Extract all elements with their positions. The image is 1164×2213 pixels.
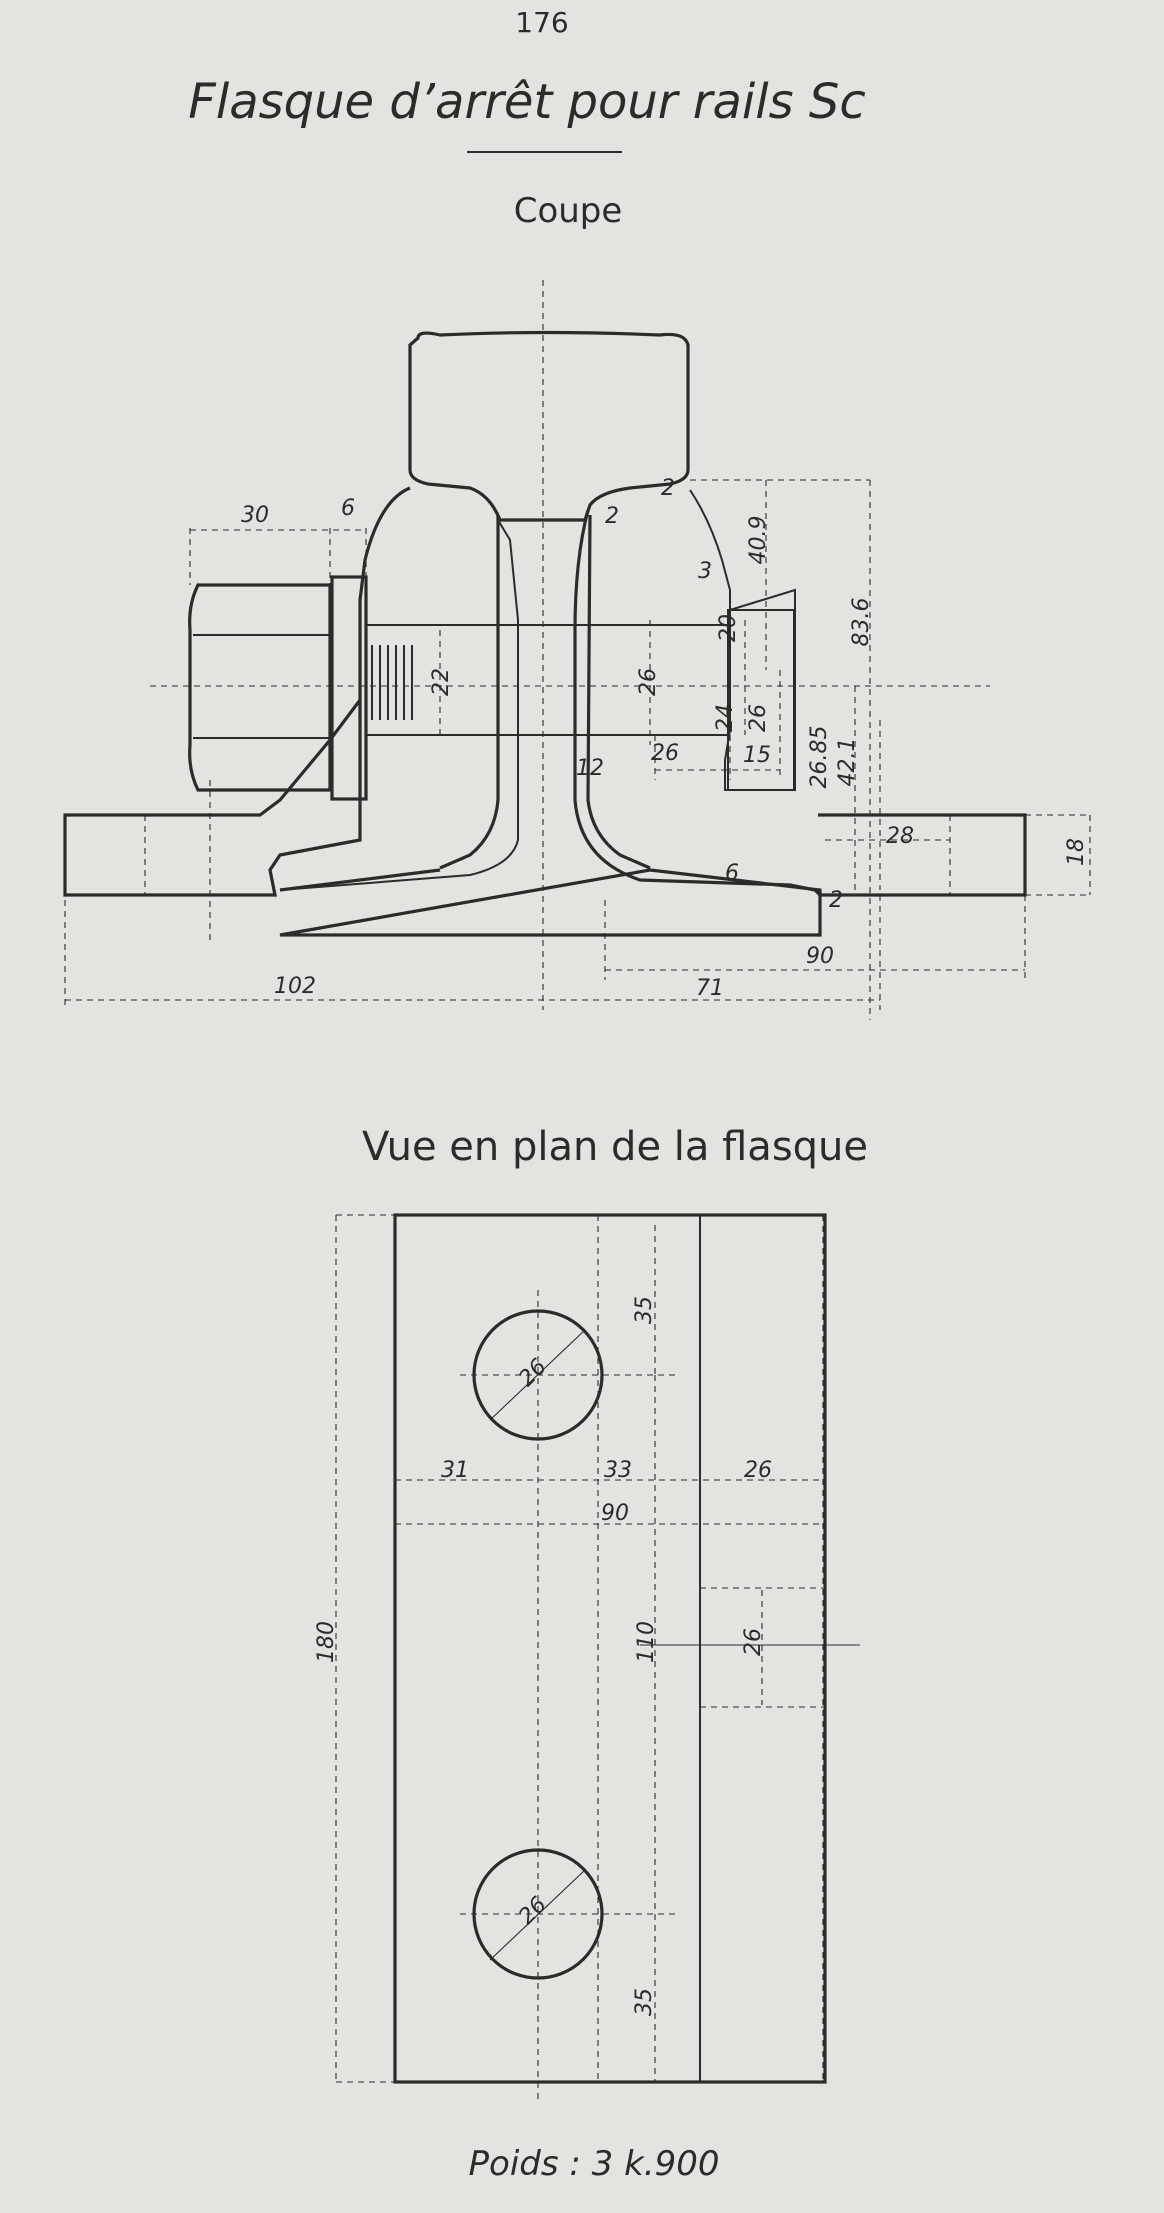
dim-18: 18	[1064, 838, 1089, 866]
plan-dim-35-top: 35	[632, 1296, 657, 1324]
dim-15: 15	[743, 743, 771, 768]
dim-26-85: 26.85	[807, 726, 832, 789]
left-fishplate	[63, 486, 411, 897]
rail-head	[408, 330, 690, 522]
dim-22: 22	[429, 668, 454, 696]
page-number: 176	[515, 6, 568, 39]
radius-3: 3	[698, 559, 712, 584]
bolt	[366, 588, 796, 791]
dim-20: 20	[716, 614, 741, 642]
dim-24: 24	[713, 704, 738, 732]
dim-12: 12	[576, 756, 604, 781]
dim-83-6: 83.6	[849, 598, 874, 647]
plan-dim-35-bot: 35	[632, 1988, 657, 2016]
radius-2c: 2	[829, 888, 843, 913]
dim-26-bolt: 26	[636, 668, 661, 696]
plan-dim-180: 180	[314, 1621, 339, 1663]
plan-view: 35 26 31 33 26 90 180 110 26 26 35	[314, 1213, 860, 2100]
plan-dim-26-hole1: 26	[514, 1354, 551, 1391]
radius-2b: 2	[661, 476, 675, 501]
dim-102: 102	[274, 974, 316, 999]
nut	[188, 575, 368, 801]
rail-foot	[279, 868, 822, 937]
dim-71: 71	[696, 976, 724, 1001]
weight-label: Poids : 3 k.900	[469, 2144, 720, 2184]
drawing-title: Flasque d’arrêt pour rails Sc	[188, 74, 865, 130]
plan-dim-110: 110	[634, 1621, 659, 1663]
dim-26-b: 26	[651, 741, 679, 766]
coupe-view: 30 6 22 26 12 26 24 26 15 20 40.9 83.6 2…	[63, 280, 1091, 1020]
rail-web	[439, 514, 651, 870]
dim-42-1: 42.1	[835, 738, 860, 787]
flasque-outline	[393, 1213, 827, 2084]
plan-dim-90: 90	[601, 1501, 629, 1526]
dim-30: 30	[241, 503, 269, 528]
section-label-plan: Vue en plan de la flasque	[362, 1124, 868, 1170]
plan-dim-26-right: 26	[744, 1458, 772, 1483]
plan-dim-26-slot: 26	[741, 1628, 766, 1656]
radius-6: 6	[725, 861, 739, 886]
dim-90: 90	[806, 944, 834, 969]
plan-dim-26-hole2: 26	[514, 1892, 551, 1929]
dim-26-c: 26	[746, 704, 771, 732]
section-label-coupe: Coupe	[514, 191, 623, 231]
right-fishplate	[573, 509, 1027, 897]
plan-dim-33: 33	[604, 1458, 632, 1483]
dim-40-9: 40.9	[746, 516, 771, 565]
radius-2a: 2	[605, 504, 619, 529]
dim-6: 6	[341, 496, 355, 521]
plan-dim-31: 31	[441, 1458, 469, 1483]
dim-28: 28	[886, 824, 914, 849]
